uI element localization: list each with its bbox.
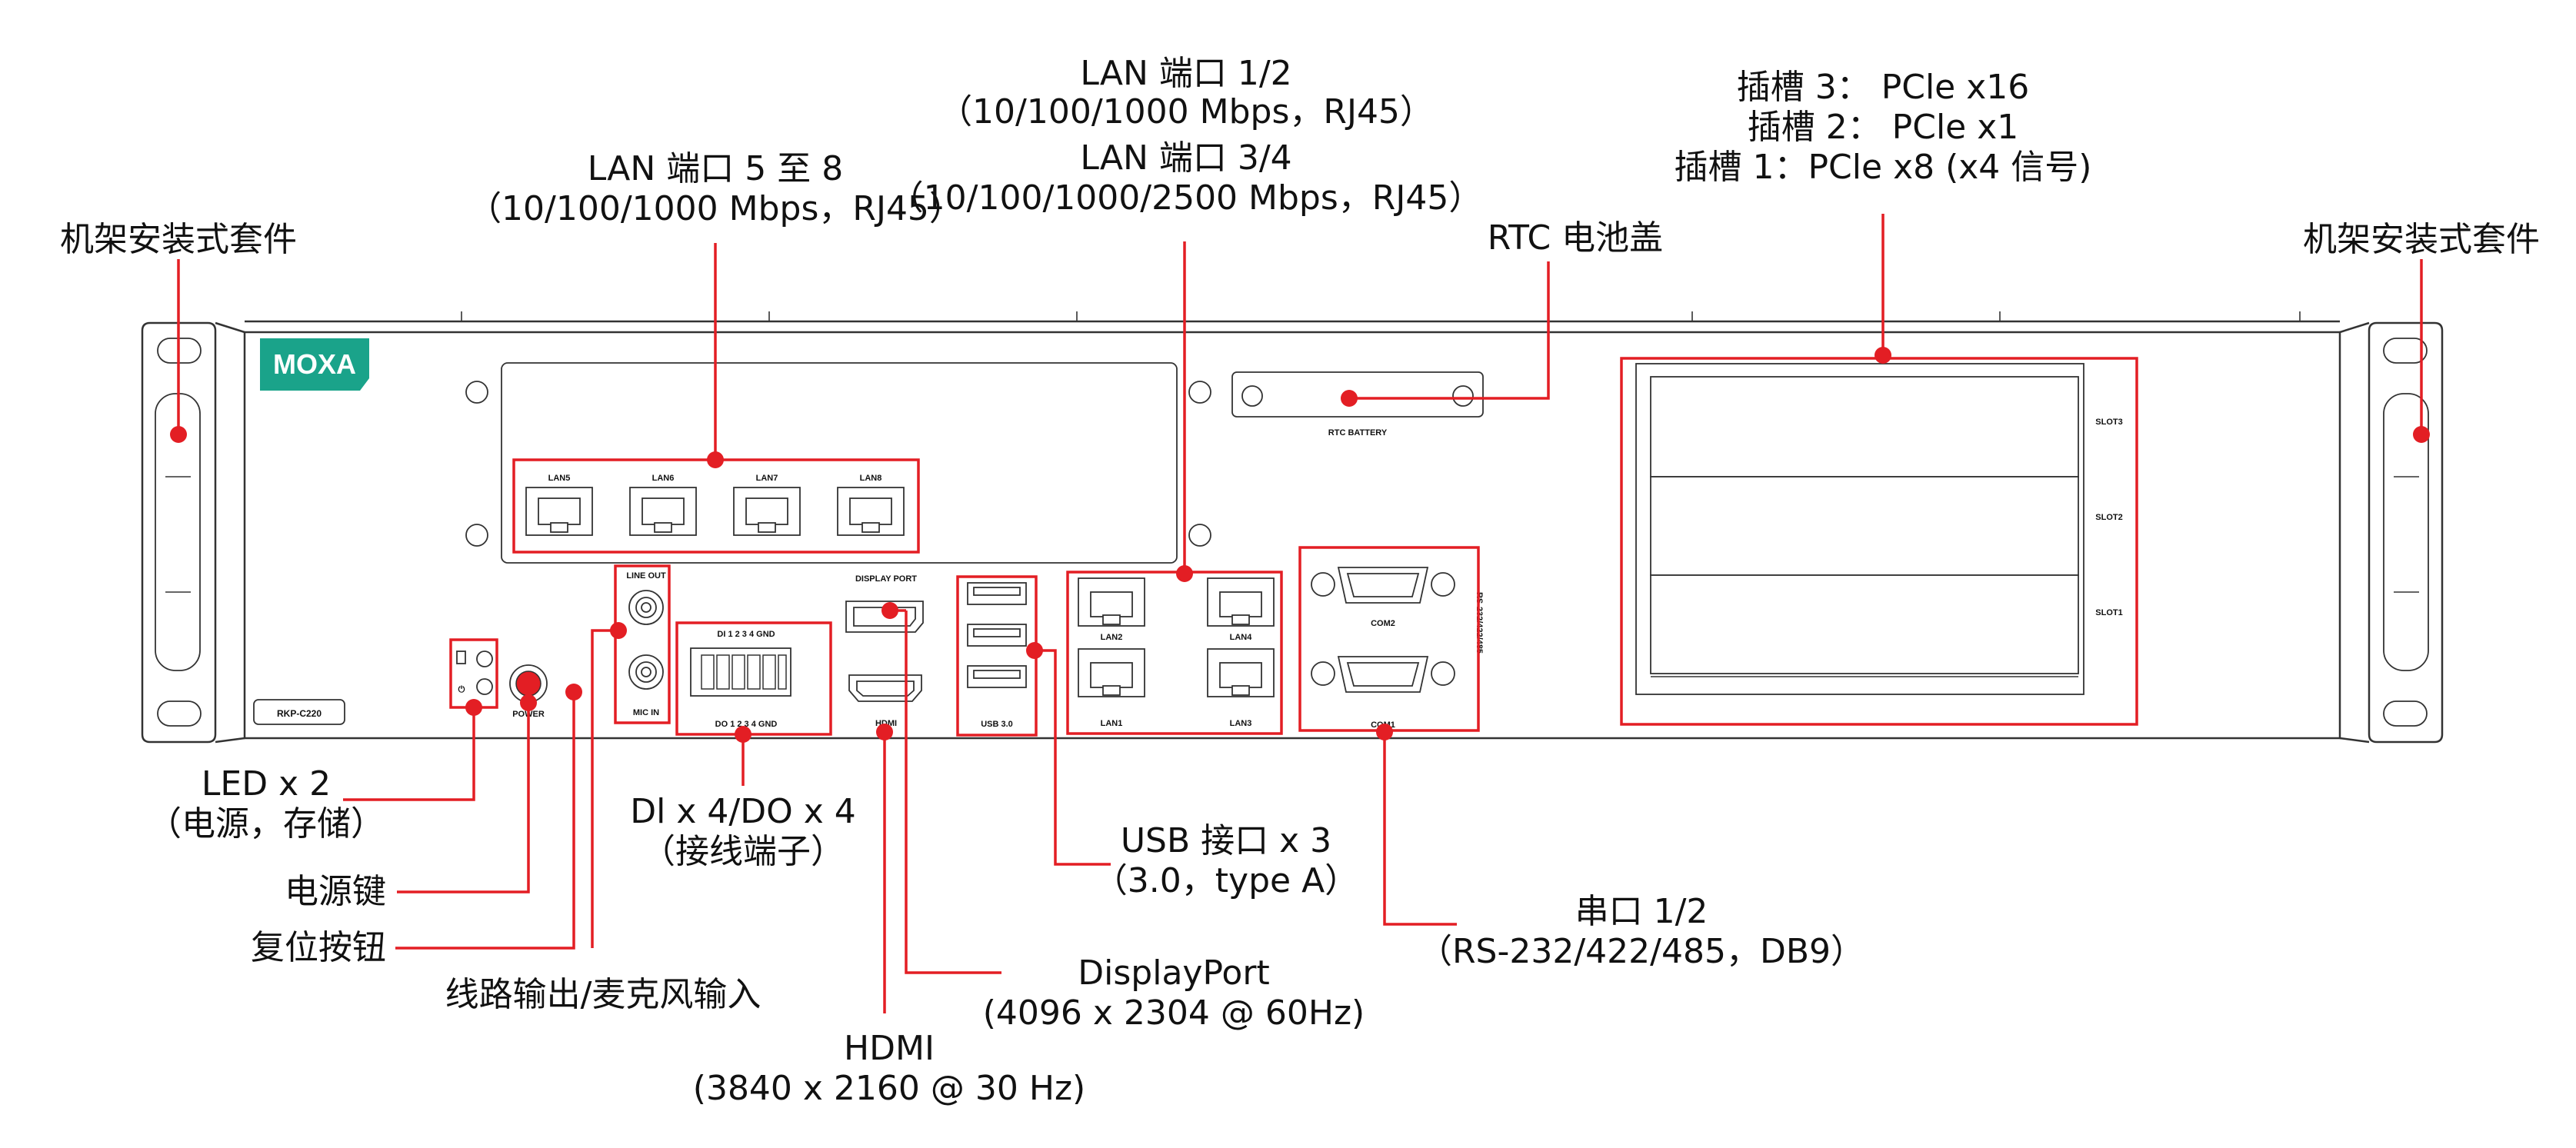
svg-text:SLOT2: SLOT2 — [2095, 513, 2122, 522]
callout-labels: 机架安装式套件 机架安装式套件 LAN 端口 5 至 8 （10/100/100… — [60, 54, 2540, 1108]
callout-lan12-spec: （10/100/1000 Mbps，RJ45） — [938, 92, 1434, 131]
hdmi-connector: HDMI — [848, 674, 922, 728]
callout-rack-right: 机架安装式套件 — [2303, 220, 2540, 259]
svg-text:COM2: COM2 — [1371, 619, 1395, 628]
callout-hdmi-spec: (3840 x 2160 @ 30 Hz) — [693, 1069, 1085, 1108]
callout-dp-title: DisplayPort — [1078, 953, 1269, 993]
svg-text:RKP-C220: RKP-C220 — [277, 708, 322, 719]
display-port-connector: DISPLAY PORT — [845, 574, 924, 633]
rack-ear-right — [2339, 321, 2444, 744]
rj45-port — [733, 487, 801, 536]
moxa-logo: MOXA — [260, 338, 369, 391]
highlight-lan14 — [1066, 571, 1283, 735]
lan-ports-1-4: LAN2 LAN4 LAN1 LAN3 — [1078, 577, 1275, 728]
svg-text:LAN2: LAN2 — [1101, 633, 1123, 642]
callout-lan58-spec: （10/100/1000 Mbps，RJ45） — [468, 189, 963, 228]
callout-lan34-spec: （10/100/1000/2500 Mbps，RJ45） — [890, 178, 1483, 218]
highlight-audio — [614, 564, 671, 724]
rj45-port — [629, 487, 697, 536]
svg-text:LAN4: LAN4 — [1230, 633, 1253, 642]
rj45-port — [1078, 648, 1145, 697]
callout-serial-spec: （RS-232/422/485，DB9） — [1418, 932, 1865, 971]
audio-jacks: LINE OUT MIC IN — [626, 571, 666, 717]
callout-slot1: 插槽 1：PCle x8 (x4 信号) — [1675, 148, 2092, 187]
highlight-dio — [675, 621, 832, 736]
callout-audio: 线路输出/麦克风输入 — [445, 975, 761, 1014]
callout-rack-left: 机架安装式套件 — [60, 220, 297, 259]
rj45-port — [1078, 577, 1145, 627]
callout-hdmi-title: HDMI — [844, 1029, 935, 1068]
leader-lines — [170, 214, 2430, 1013]
svg-text:DI 1 2 3 4 GND: DI 1 2 3 4 GND — [717, 630, 775, 639]
svg-text:SLOT3: SLOT3 — [2095, 418, 2122, 427]
pcie-slots: SLOT3 SLOT2 SLOT1 — [1635, 363, 2123, 695]
svg-text:LAN8: LAN8 — [860, 474, 882, 483]
svg-text:LINE OUT: LINE OUT — [626, 571, 666, 581]
lan-module-5-8: LAN5 LAN6 LAN7 LAN8 — [465, 362, 1211, 564]
callout-lan58-title: LAN 端口 5 至 8 — [588, 149, 843, 188]
callout-serial-title: 串口 1/2 — [1575, 892, 1708, 931]
callout-lan12-title: LAN 端口 1/2 — [1080, 54, 1291, 93]
callout-usb-title: USB 接口 x 3 — [1121, 821, 1331, 860]
led-indicators: ⏻ — [456, 651, 493, 695]
rack-ear-left — [141, 321, 245, 744]
callout-lan34-title: LAN 端口 3/4 — [1080, 138, 1291, 178]
svg-text:LAN1: LAN1 — [1101, 719, 1123, 728]
callout-power-key: 电源键 — [285, 872, 386, 911]
callout-slot2: 插槽 2： PCle x1 — [1748, 108, 2019, 147]
callout-dio-title: Dl x 4/DO x 4 — [630, 792, 855, 831]
svg-text:RTC BATTERY: RTC BATTERY — [1328, 428, 1388, 438]
callout-dp-spec: (4096 x 2304 @ 60Hz) — [983, 993, 1365, 1033]
logo-text: MOXA — [273, 348, 356, 380]
rj45-port — [525, 487, 593, 536]
callout-dio-desc: （接线端子） — [642, 832, 845, 871]
rj45-port — [1207, 648, 1275, 697]
svg-text:⏻: ⏻ — [458, 684, 465, 694]
svg-text:MIC IN: MIC IN — [633, 708, 659, 717]
callout-led-desc: （电源，存储） — [148, 804, 385, 844]
callout-slot3: 插槽 3： PCle x16 — [1737, 68, 2030, 107]
callout-rtc: RTC 电池盖 — [1488, 218, 1663, 258]
svg-text:LAN6: LAN6 — [652, 474, 675, 483]
callout-led-title: LED x 2 — [202, 764, 331, 804]
dio-terminal-block: DI 1 2 3 4 GND DO 1 2 3 4 GND — [690, 630, 791, 729]
svg-text:LAN7: LAN7 — [756, 474, 778, 483]
callout-reset: 复位按钮 — [251, 928, 386, 967]
rj45-port — [837, 487, 905, 536]
svg-text:DISPLAY PORT: DISPLAY PORT — [855, 574, 917, 584]
rtc-battery-cover: RTC BATTERY — [1231, 371, 1484, 438]
svg-text:LAN5: LAN5 — [548, 474, 571, 483]
svg-text:USB 3.0: USB 3.0 — [981, 720, 1013, 729]
svg-text:SLOT1: SLOT1 — [2095, 608, 2122, 617]
usb-ports: USB 3.0 — [967, 582, 1027, 729]
svg-text:DO 1 2 3 4 GND: DO 1 2 3 4 GND — [715, 720, 778, 729]
svg-text:LAN3: LAN3 — [1230, 719, 1252, 728]
model-label: RKP-C220 — [253, 699, 345, 725]
callout-usb-spec: （3.0，type A） — [1094, 861, 1358, 900]
rj45-port — [1207, 577, 1275, 627]
